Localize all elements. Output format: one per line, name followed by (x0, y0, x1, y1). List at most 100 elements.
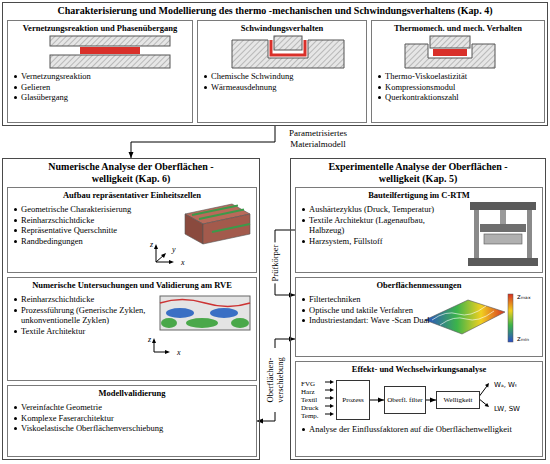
bullet-dot (14, 417, 17, 420)
topic-box: Numerische Untersuchungen und Validierun… (7, 277, 257, 381)
flow-box-text: Prozess (340, 396, 365, 404)
bullet-text: Filtertechniken (309, 294, 360, 305)
bullet-item: Reinharzschichtdicke (14, 215, 146, 226)
rve-illustration (154, 204, 250, 264)
box-heading: Thermomech. und mech. Verhalten (376, 23, 540, 34)
bullet-list: Chemische SchwindungWärmeausdehnung (204, 71, 324, 92)
bullet-item: Komplexe Faserarchitektur (14, 413, 250, 424)
bullet-item: Viskoelastische Oberflächenverschiebung (14, 423, 250, 434)
topic-box: ModellvalidierungVereinfachte GeometrieK… (7, 385, 257, 457)
bullet-dot (14, 240, 17, 243)
bullet-item: Chemische Schwindung (204, 71, 324, 82)
bullet-dot (14, 219, 17, 222)
bullet-item: Prozessführung (Generische Zyklen, unkon… (14, 305, 146, 326)
topic-box: Vernetzungsreaktion und PhasenübergangVe… (7, 20, 193, 123)
bullet-dot (14, 96, 17, 99)
arrow-head (257, 419, 263, 424)
bullet-dot (378, 86, 381, 89)
bullet-dot (378, 75, 381, 78)
figure-label: Wₐ, Wₜ (494, 380, 517, 390)
bullet-item: Harzsystem, Füllstoff (302, 236, 462, 247)
figure-label: zₘₐₓ (517, 293, 531, 302)
bullet-dot (302, 319, 305, 322)
bullet-dot (14, 208, 17, 211)
connector (370, 398, 384, 403)
plate-illustration (50, 36, 170, 68)
section-title: Charakterisierung und Modellierung des t… (9, 5, 541, 17)
bullet-item: Analyse der Einflussfaktoren auf die Obe… (302, 424, 538, 435)
bullet-item: Vereinfachte Geometrie (14, 402, 250, 413)
bullet-item: Repräsentative Querschnitte (14, 225, 146, 236)
connector (426, 398, 436, 403)
bullet-text: Prozessführung (Generische Zyklen, unkon… (21, 305, 146, 326)
bullet-list: FiltertechnikenOptische und taktile Verf… (302, 294, 430, 326)
bullet-text: Reinharzschichtdicke (21, 215, 94, 226)
figure-label: Textil (301, 396, 317, 404)
bullet-text: Textile Architektur (Lagenaufbau, Halbze… (309, 215, 462, 236)
bullet-text: Randbedingungen (21, 236, 83, 247)
mould-illustration (232, 36, 344, 68)
section-panel: Numerische Analyse der Oberflächen - wel… (2, 158, 260, 460)
figure-label: Harz (301, 388, 315, 396)
section-panel: Charakterisierung und Modellierung des t… (2, 2, 548, 126)
bullet-item: Thermo-Viskoelastizität (378, 71, 508, 82)
topic-box: Effekt- und WechselwirkungsanalyseAnalys… (295, 361, 543, 457)
bullet-text: Gelieren (21, 82, 50, 93)
bullet-dot (14, 309, 17, 312)
box-heading: Bauteilfertigung im C-RTM (300, 190, 538, 201)
bullet-item: Glasübergang (14, 92, 134, 103)
bullet-text: Querkontraktionszahl (385, 92, 459, 103)
connector-line (131, 126, 275, 158)
topic-box: SchwindungsverhaltenChemische Schwindung… (197, 20, 367, 123)
bullet-list: Thermo-ViskoelastizitätKompressionsmodul… (378, 71, 508, 103)
bullet-text: Aushärtezyklus (Druck, Temperatur) (309, 204, 434, 215)
bullet-dot (14, 86, 17, 89)
bullet-dot (302, 428, 305, 431)
topic-box: OberflächenmessungenFiltertechnikenOptis… (295, 277, 543, 357)
topic-box: Bauteilfertigung im C-RTM Aushärtezyklus … (295, 187, 543, 273)
bullet-text: Komplexe Faserarchitektur (21, 413, 114, 424)
bullet-item: Industriestandart: Wave -Scan Dual (302, 315, 430, 326)
bullet-text: Viskoelastische Oberflächenverschiebung (21, 423, 163, 434)
box-heading: Schwindungsverhalten (202, 23, 362, 34)
bullet-text: Wärmeausdehnung (211, 82, 277, 93)
figure-label: z (148, 335, 151, 344)
flow-box: Prozess (336, 380, 370, 420)
bullet-dot (204, 86, 207, 89)
bullet-dot (14, 330, 17, 333)
press-illustration (468, 202, 538, 266)
bullet-item: Randbedingungen (14, 236, 146, 247)
bullet-dot (14, 298, 17, 301)
bullet-text: Kompressionsmodul (385, 82, 455, 93)
bullet-list: Vereinfachte GeometrieKomplexe Faserarch… (14, 402, 250, 434)
bullet-text: Textile Architektur (21, 326, 85, 337)
bullet-item: Gelieren (14, 82, 134, 93)
bullet-text: Harzsystem, Füllstoff (309, 236, 383, 247)
surface-plot (425, 294, 513, 342)
bullet-item: Kompressionsmodul (378, 82, 508, 93)
figure-label: y (172, 245, 176, 254)
bullet-dot (14, 427, 17, 430)
bullet-item: Querkontraktionszahl (378, 92, 508, 103)
figure-label: Temp. (301, 412, 319, 420)
flow-box-text: Welligkeit (442, 396, 475, 404)
bullet-dot (302, 309, 305, 312)
box-heading: Aufbau repräsentativer Einheitszellen (12, 190, 252, 201)
box-heading: Effekt- und Wechselwirkungsanalyse (300, 364, 538, 375)
flow-box-text: Oberfl. filter (385, 396, 424, 404)
box-heading: Oberflächenmessungen (300, 280, 538, 291)
figure-label: Druck (301, 404, 319, 412)
cross-section-illustration (152, 296, 250, 354)
piston-illustration (405, 36, 495, 68)
bullet-text: Vereinfachte Geometrie (21, 402, 102, 413)
figure-label: LW, SW (494, 404, 520, 414)
connector-label: Parametrisiertes Materialmodell (281, 128, 355, 150)
bullet-list: Geometrische CharakterisierungReinharzsc… (14, 204, 146, 246)
bullet-list: Analyse der Einflussfaktoren auf die Obe… (302, 424, 538, 435)
box-heading: Numerische Untersuchungen und Validierun… (12, 280, 252, 291)
bullet-list: ReinharzschichtdickeProzessführung (Gene… (14, 294, 146, 336)
figure-label: x (181, 258, 185, 267)
bullet-dot (14, 229, 17, 232)
bullet-item: Aushärtezyklus (Druck, Temperatur) (302, 204, 462, 215)
